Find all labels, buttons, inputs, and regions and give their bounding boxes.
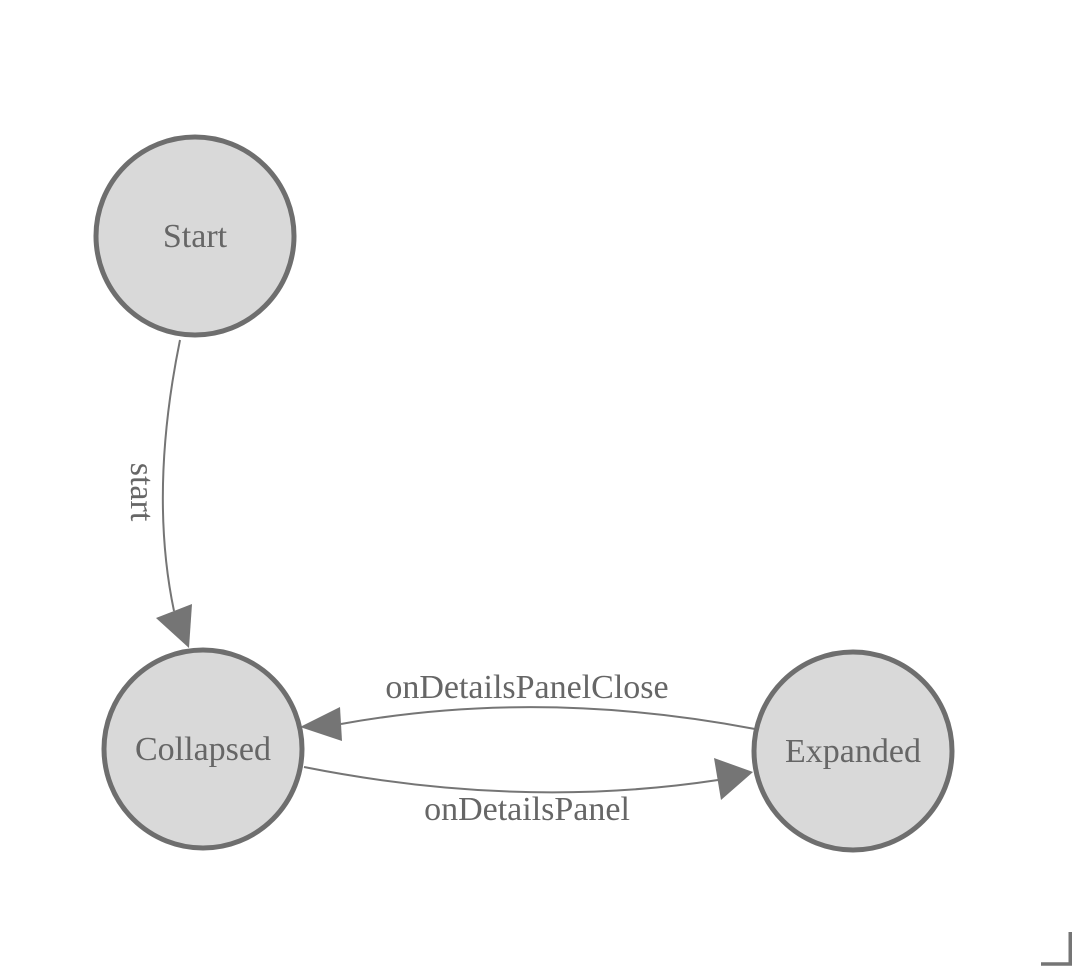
state-node-collapsed-label: Collapsed [135,731,271,768]
edge-start-path[interactable] [161,339,181,612]
edge-start-arrowhead-icon [156,604,192,648]
state-node-expanded[interactable]: Expanded [751,649,955,853]
state-node-expanded-label: Expanded [785,733,921,770]
edge-label-start: start [123,463,160,522]
state-node-start[interactable]: Start [93,134,297,338]
edge-label-ondetailspanelclose: onDetailsPanelClose [385,669,668,706]
state-node-collapsed[interactable]: Collapsed [101,647,305,851]
edge-label-ondetailspanel: onDetailsPanel [424,791,630,828]
state-node-collapsed-circle[interactable] [101,647,305,851]
canvas-corner-mark [1041,932,1072,966]
state-node-expanded-circle[interactable] [751,649,955,853]
edge-start-to-collapsed: start [123,339,192,648]
edge-collapsed-to-expanded: onDetailsPanel [303,758,753,828]
state-node-start-label: Start [163,218,228,255]
edge-ondetailspanelclose-path[interactable] [340,706,756,730]
edge-expanded-to-collapsed: onDetailsPanelClose [300,669,756,741]
edge-ondetailspanel-path[interactable] [303,766,719,794]
edge-ondetailspanel-arrowhead-icon [714,758,753,800]
edge-ondetailspanelclose-arrowhead-icon [300,707,342,741]
state-node-start-circle[interactable] [93,134,297,338]
